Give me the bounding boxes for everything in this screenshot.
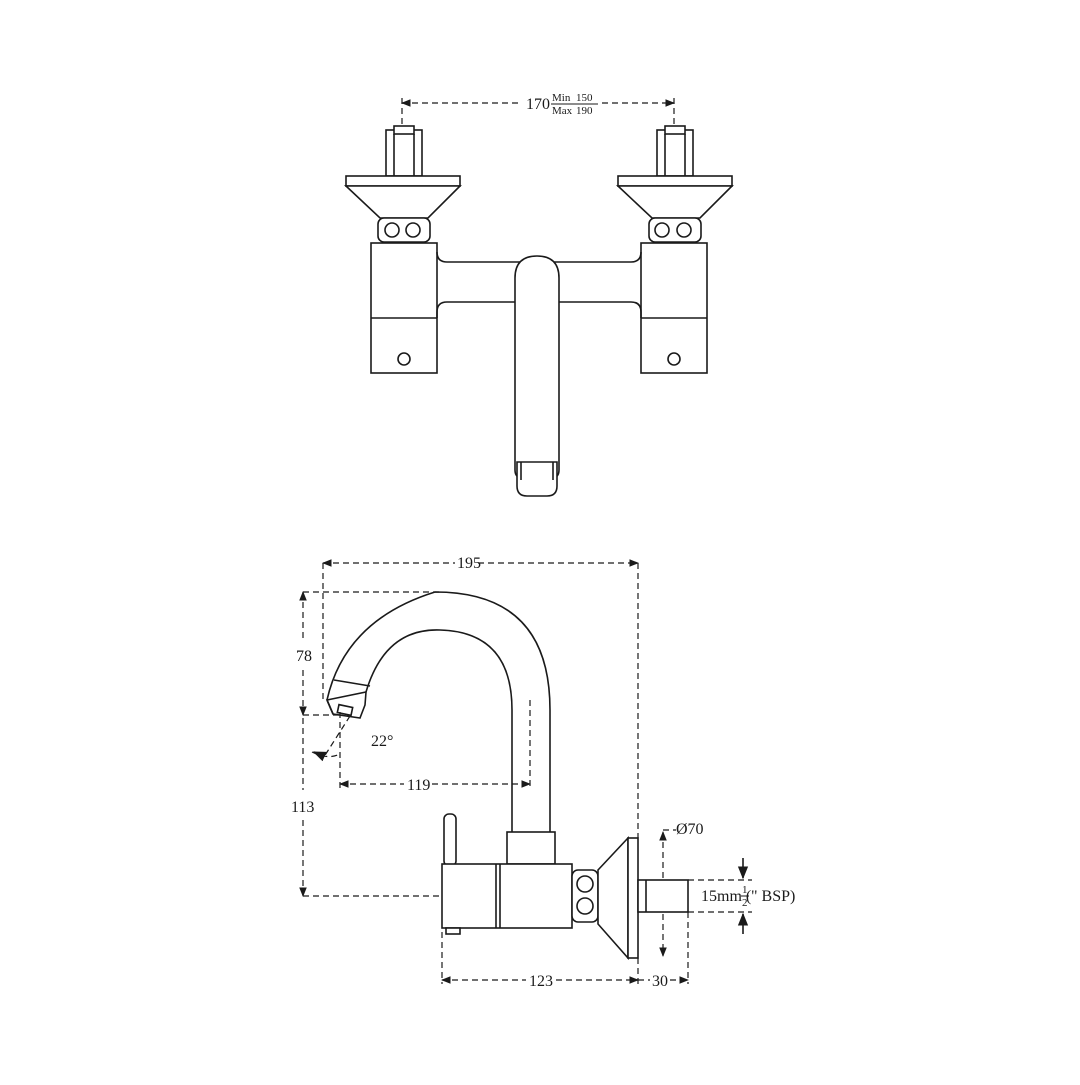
spout-collar — [506, 831, 556, 865]
side-view: 195 78 113 22° — [291, 555, 795, 990]
pipe-size-label-prefix: 15mm ( — [701, 888, 751, 905]
angle-value: 22° — [371, 733, 393, 750]
outlet-reach-dimension: 119 — [339, 700, 531, 794]
flange-diameter-value: Ø70 — [676, 821, 704, 838]
spout-top-view — [514, 255, 560, 497]
wall-flange — [597, 835, 639, 961]
spacing-max-value: 190 — [576, 105, 593, 117]
spacing-value: 170 — [526, 96, 550, 113]
outlet-reach-value: 119 — [407, 777, 430, 794]
height-dimensions: 78 113 — [291, 591, 444, 897]
connector-length-value: 30 — [652, 973, 668, 990]
bridge-body — [370, 242, 708, 374]
connector-length-dimension: 30 — [638, 912, 689, 990]
pipe-size-fraction-denominator: 2 — [742, 897, 748, 909]
spacing-dimension: 170 Min 150 Max 190 — [401, 92, 675, 128]
pipe-size-fraction-numerator: 1 — [742, 884, 748, 896]
overall-width-dimension: 195 — [322, 555, 639, 838]
body-length-dimension: 123 — [441, 932, 639, 990]
right-inlet — [615, 125, 734, 243]
spout-height-value: 78 — [296, 648, 312, 665]
overall-width-value: 195 — [457, 555, 481, 572]
pipe-size-dimension: 15mm ( 1 2 " BSP) — [688, 858, 795, 934]
spacing-max-label: Max — [552, 105, 573, 117]
spacing-min-value: 150 — [576, 92, 593, 104]
pipe-size-label-suffix: " BSP) — [751, 888, 795, 905]
body-length-value: 123 — [529, 973, 553, 990]
locking-nut — [571, 869, 599, 923]
angle-dimension: 22° — [311, 712, 393, 790]
left-inlet — [343, 125, 462, 243]
top-view: 170 Min 150 Max 190 — [343, 92, 734, 497]
inlet-pipe — [637, 879, 689, 913]
spout-side-view — [325, 591, 551, 832]
valve-body — [441, 863, 573, 935]
flange-diameter-dimension: Ø70 — [659, 821, 704, 957]
total-height-value: 113 — [291, 799, 314, 816]
spacing-min-label: Min — [552, 92, 571, 104]
lever-handle — [443, 813, 457, 867]
